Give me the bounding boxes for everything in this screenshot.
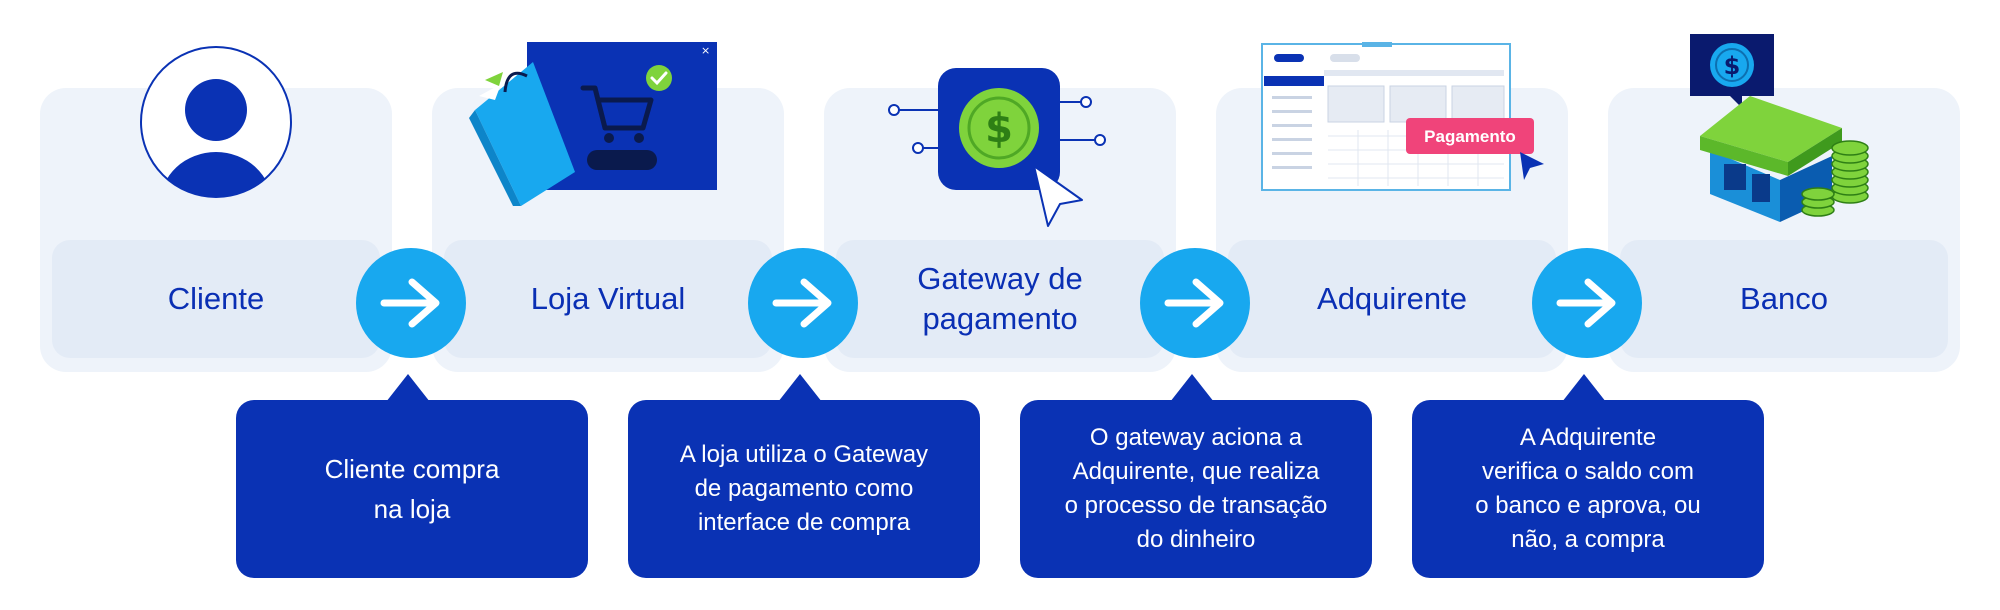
note-text: O gateway aciona a Adquirente, que reali… [1064,424,1328,553]
flow-arrow [1140,248,1250,358]
user-avatar-icon [140,46,292,198]
step-label: Gateway de pagamento [917,261,1083,336]
note-text: A Adquirente verifica o saldo com o banc… [1475,424,1701,553]
note-bubble: A Adquirente verifica o saldo com o banc… [1412,374,1764,578]
svg-text:$: $ [985,106,1013,152]
bank-building-icon: $ [1690,34,1869,222]
arrow-right-icon [380,278,440,328]
arrow-right-icon [1556,278,1616,328]
flow-arrow [356,248,466,358]
svg-text:×: × [701,44,710,57]
step-label-box: Loja Virtual [444,240,772,358]
online-store-icon: × [469,42,717,206]
note-text: Cliente compra na loja [324,454,500,524]
pagamento-badge: Pagamento [1424,127,1516,146]
flow-arrow [748,248,858,358]
payment-gateway-icon: $ [888,68,1106,227]
step-label: Cliente [167,281,265,316]
note-text: A loja utiliza o Gateway de pagamento co… [679,441,929,536]
note-bubble: Cliente compra na loja [236,374,588,578]
arrow-right-icon [1164,278,1224,328]
step-label-box: Banco [1620,240,1948,358]
step-label-box: Adquirente [1228,240,1556,358]
step-label: Loja Virtual [530,281,686,316]
step-label-box: Cliente [52,240,380,358]
acquirer-dashboard-icon: Pagamento [1261,42,1544,191]
note-bubble: O gateway aciona a Adquirente, que reali… [1020,374,1372,578]
arrow-right-icon [772,278,832,328]
step-card-gateway: Gateway de pagamento [824,88,1176,372]
step-label: Adquirente [1317,281,1467,316]
svg-text:$: $ [1724,52,1741,80]
step-label-box: Gateway de pagamento [836,240,1164,358]
note-bubble: A loja utiliza o Gateway de pagamento co… [628,374,980,578]
flow-arrow [1532,248,1642,358]
step-label: Banco [1740,281,1828,316]
